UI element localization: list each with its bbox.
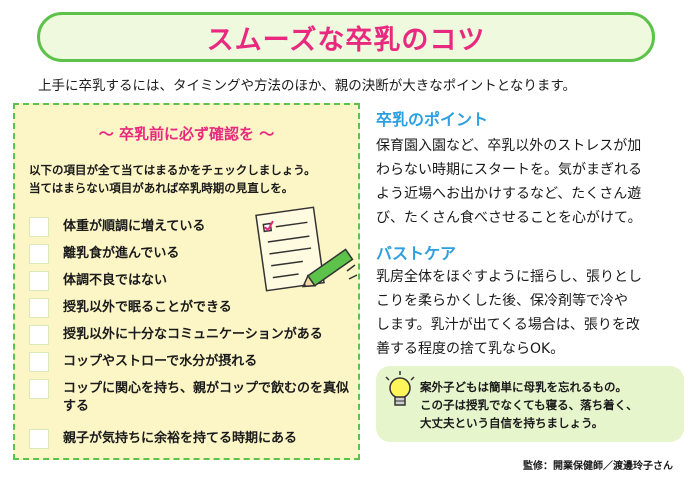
checkbox [29, 271, 49, 291]
checklist-item-label: 授乳以外に十分なコミュニケーションがある [63, 327, 323, 342]
checklist-item-label: コップやストローで水分が摂れる [63, 354, 258, 369]
checkbox [29, 325, 49, 345]
point-body: 保育園入園など、卒乳以外のストレスが加 わらない時期にスタートを。気がまぎれる … [376, 134, 681, 230]
checkbox [29, 217, 49, 237]
checklist-pencil-icon [255, 206, 358, 292]
checklist-intro-line: 以下の項目が全て当てはまるかをチェックしましょう。 [29, 163, 316, 177]
checklist-title: ～ 卒乳前に必ず確認を ～ [98, 125, 275, 143]
title-banner: スムーズな卒乳のコツ [37, 12, 655, 62]
checkbox [29, 298, 49, 318]
bust-line: こりを柔らかくした後、保冷剤等で冷や [376, 293, 628, 309]
bust-line: します。乳汁が出てくる場合は、張りを改 [376, 317, 640, 333]
checkbox [29, 244, 49, 264]
bust-line: 善する程度の捨て乳ならOK。 [376, 341, 565, 357]
tip-line: 案外子どもは簡単に母乳を忘れるもの。 [420, 380, 627, 394]
point-heading: 卒乳のポイント [376, 110, 489, 129]
checklist-item-label: コップに関心を持ち、親がコップで飲むのを真似する [63, 381, 350, 414]
intro-text: 上手に卒乳するには、タイミングや方法のほか、親の決断が大きなポイントとなります。 [38, 78, 576, 94]
checklist-intro: 以下の項目が全て当てはまるかをチェックしましょう。 当てはまらない項目があれば卒… [29, 161, 316, 197]
checklist-item-label: 授乳以外で眠ることができる [63, 300, 232, 315]
checklist-intro-line: 当てはまらない項目があれば卒乳時期の見直しを。 [29, 181, 294, 195]
credit-text: 監修：開業保健師／渡邊玲子さん [523, 461, 673, 472]
tip-text: 案外子どもは簡単に母乳を忘れるもの。 この子は授乳でなくても寝る、落ち着く、 大… [420, 378, 638, 432]
checklist-item-label: 離乳食が進んでいる [63, 246, 180, 261]
bust-body: 乳房全体をほぐすように揺らし、張りとし こりを柔らかくした後、保冷剤等で冷や し… [376, 265, 681, 361]
bust-heading: バストケア [376, 244, 457, 263]
checkbox [29, 429, 49, 449]
lightbulb-icon [385, 371, 415, 406]
point-line: わらない時期にスタートを。気がまぎれる [376, 162, 642, 178]
point-line: よう近場へお出かけするなど、たくさん遊 [376, 186, 642, 202]
checklist-item-label: 体重が順調に増えている [63, 219, 206, 234]
checkbox [29, 352, 49, 372]
tip-line: この子は授乳でなくても寝る、落ち着く、 [420, 398, 638, 412]
bust-line: 乳房全体をほぐすように揺らし、張りとし [376, 269, 642, 285]
checkbox [29, 379, 49, 399]
checklist-panel: ～ 卒乳前に必ず確認を ～ 以下の項目が全て当てはまるかをチェックしましょう。 … [13, 103, 360, 460]
point-line: 保育園入園など、卒乳以外のストレスが加 [376, 138, 642, 154]
point-line: び、たくさん食べさせることを心がけて。 [376, 210, 642, 226]
page-title: スムーズな卒乳のコツ [206, 24, 486, 56]
checklist-item-label: 親子が気持ちに余裕を持てる時期にある [63, 431, 298, 446]
checklist-item-label: 体調不良ではない [63, 273, 168, 288]
tip-line: 大丈夫という自信を持ちましょう。 [420, 416, 604, 430]
tip-box: 案外子どもは簡単に母乳を忘れるもの。 この子は授乳でなくても寝る、落ち着く、 大… [376, 366, 684, 442]
